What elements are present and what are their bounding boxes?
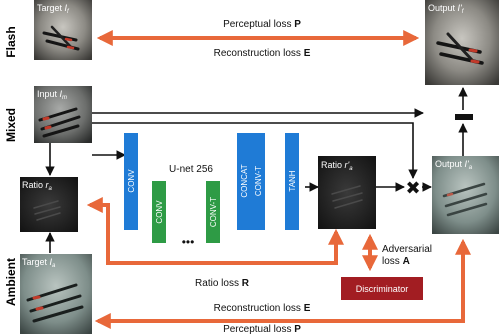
svg-text:Ratio r'a: Ratio r'a bbox=[321, 160, 353, 172]
convt-block-1: CONV-T bbox=[206, 181, 220, 243]
flow-arrows bbox=[45, 87, 468, 253]
svg-text:Output I'f: Output I'f bbox=[428, 3, 465, 15]
unet-ellipsis: ••• bbox=[182, 235, 195, 249]
svg-text:CONV-T: CONV-T bbox=[254, 166, 263, 196]
conv-block-2: CONV bbox=[152, 181, 166, 243]
discriminator-block: Discriminator bbox=[341, 277, 423, 300]
ratio-loss-label: Ratio loss R bbox=[195, 278, 250, 289]
reconstruction-loss-top-label: Reconstruction loss E bbox=[214, 48, 311, 59]
output-flash-image: Output I'f bbox=[425, 0, 499, 85]
loss-arrows bbox=[86, 30, 471, 329]
input-to-multiply-arrow bbox=[92, 122, 418, 179]
svg-text:Target Ia: Target Ia bbox=[22, 257, 56, 269]
row-label-flash: Flash bbox=[4, 26, 18, 57]
perceptual-loss-bottom-label: Perceptual loss P bbox=[223, 324, 301, 334]
svg-text:CONCAT: CONCAT bbox=[240, 164, 249, 197]
input-mixed-image: Input Im bbox=[34, 86, 92, 143]
adversarial-loss-label-line2: loss A bbox=[382, 256, 410, 267]
unet-title: U-net 256 bbox=[169, 164, 213, 175]
svg-text:Discriminator: Discriminator bbox=[356, 284, 409, 294]
svg-text:Output I'a: Output I'a bbox=[435, 159, 473, 171]
svg-text:CONV-T: CONV-T bbox=[209, 197, 218, 227]
concat-block: CONCAT bbox=[237, 133, 251, 230]
reconstruction-loss-bottom-label: Reconstruction loss E bbox=[214, 303, 311, 314]
target-flash-image: Target If bbox=[34, 0, 92, 60]
bottom-loss-arrow bbox=[94, 238, 471, 329]
svg-text:CONV: CONV bbox=[155, 200, 164, 224]
multiply-operator: ✖ bbox=[405, 178, 420, 199]
row-label-mixed: Mixed bbox=[4, 108, 18, 142]
ratio-predicted-image: Ratio r'a bbox=[318, 156, 376, 229]
perceptual-loss-top-label: Perceptual loss P bbox=[223, 19, 301, 30]
svg-text:CONV: CONV bbox=[127, 169, 136, 193]
minus-operator bbox=[455, 114, 473, 120]
target-ambient-image: Target Ia bbox=[20, 254, 92, 334]
svg-text:Ratio ra: Ratio ra bbox=[22, 180, 53, 192]
adversarial-loss-label-line1: Adversarial bbox=[382, 244, 432, 255]
svg-text:Input Im: Input Im bbox=[37, 89, 67, 101]
tanh-block: TANH bbox=[285, 133, 299, 230]
convt-block-2: CONV-T bbox=[251, 133, 265, 230]
svg-text:Target If: Target If bbox=[37, 3, 70, 15]
ratio-target-image: Ratio ra bbox=[20, 177, 78, 232]
row-label-ambient: Ambient bbox=[4, 258, 18, 306]
conv-block-1: CONV bbox=[124, 133, 138, 230]
output-ambient-image: Output I'a bbox=[432, 156, 499, 234]
svg-text:TANH: TANH bbox=[288, 170, 297, 191]
